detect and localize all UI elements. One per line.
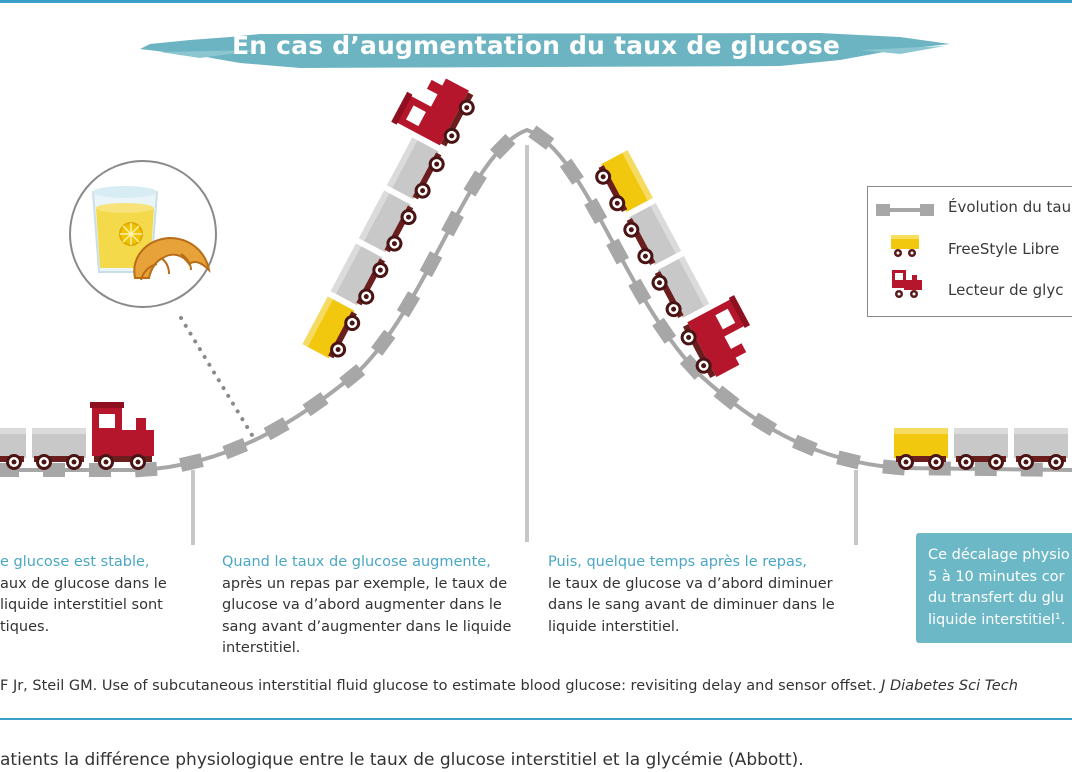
caption-line: le taux de glucose va d’abord diminuer (548, 575, 833, 592)
trains (0, 78, 1068, 470)
track-sleeper (713, 385, 740, 411)
track-sleeper (628, 278, 652, 305)
caption-lead: e glucose est stable, (0, 554, 150, 570)
delay-note-box: Ce décalage physio 5 à 10 minutes cor du… (916, 533, 1072, 643)
track-sleeper (679, 354, 705, 380)
caption-stable: e glucose est stable, aux de glucose dan… (0, 552, 167, 638)
grey-wagon (1014, 428, 1068, 470)
title-banner (140, 33, 950, 68)
track-sleeper (652, 317, 677, 344)
caption-increase: Quand le taux de glucose augmente, après… (222, 552, 511, 660)
caption-line: tiques. (0, 618, 50, 635)
caption-line: liquide interstitiel. (548, 618, 680, 635)
rising-train (302, 78, 475, 359)
track-sleeper (179, 453, 204, 472)
track-sleeper (263, 417, 290, 441)
dotted-connector (179, 316, 257, 442)
note-line: liquide interstitiel¹. (928, 611, 1066, 628)
track-sleeper (419, 251, 443, 278)
grey-wagon (0, 428, 26, 470)
track-sleeper (489, 133, 516, 160)
red-locomotive (90, 402, 154, 470)
caption-line: dans le sang avant de diminuer dans le (548, 597, 835, 613)
page-title: En cas d’augmentation du taux de glucose (231, 31, 841, 60)
bottom-divider (0, 718, 1072, 720)
reference-citation: F Jr, Steil GM. Use of subcutaneous inte… (0, 678, 1018, 694)
figure-caption: atients la différence physiologique entr… (0, 750, 804, 770)
caption-line: aux de glucose dans le (0, 575, 167, 592)
track-sleeper (222, 438, 249, 460)
reference-text: F Jr, Steil GM. Use of subcutaneous inte… (0, 678, 882, 694)
yellow-wagon (894, 428, 948, 470)
grey-wagon (358, 190, 417, 253)
red-locomotive (391, 78, 475, 147)
caption-line: liquide interstitiel sont (0, 597, 163, 613)
stable-train-right (894, 428, 1068, 470)
grey-wagon (32, 428, 86, 470)
yellow-wagon (595, 150, 653, 213)
track-segment-icon (876, 204, 934, 216)
grey-wagon (623, 203, 682, 266)
train-track-diagram (0, 78, 1072, 545)
meal-illustration (69, 160, 217, 308)
track-sleeper (606, 238, 630, 265)
legend-label-meter: Lecteur de glyc (948, 281, 1064, 299)
legend-label-freestyle: FreeStyle Libre (948, 240, 1060, 258)
caption-line: après un repas par exemple, le taux de (222, 575, 508, 592)
track-sleeper (339, 364, 366, 389)
track-sleeper (396, 291, 421, 318)
note-line: du transfert du glu (928, 590, 1064, 606)
caption-line: interstitiel. (222, 640, 301, 656)
falling-train (595, 150, 751, 379)
track-sleeper (302, 392, 329, 417)
track-sleeper (836, 450, 861, 470)
red-locomotive-icon (892, 270, 922, 298)
grey-wagon (954, 428, 1008, 470)
track-sleeper (371, 329, 396, 356)
legend-label-track: Évolution du tau (948, 198, 1072, 216)
note-line: 5 à 10 minutes cor (928, 568, 1065, 585)
reference-journal: J Diabetes Sci Tech (881, 678, 1018, 694)
caption-line: glucose va d’abord augmenter dans le (222, 597, 502, 613)
yellow-wagon-icon (891, 235, 919, 257)
caption-line: sang avant d’augmenter dans le liquide (222, 618, 512, 635)
caption-lead: Puis, quelque temps après le repas, (548, 554, 808, 570)
yellow-wagon (302, 296, 361, 359)
grey-wagon (651, 256, 710, 318)
caption-decrease: Puis, quelque temps après le repas, le t… (548, 552, 835, 638)
grey-wagon (330, 243, 389, 306)
track-sleeper (751, 412, 778, 437)
top-divider (0, 0, 1072, 3)
red-locomotive (680, 295, 751, 379)
grey-wagon (386, 137, 445, 200)
track-sleeper (441, 210, 464, 237)
track-sleeper (792, 434, 818, 457)
track-sleeper (559, 158, 584, 185)
croissant-icon (133, 236, 211, 281)
legend: Évolution du tau FreeStyle Libre Lecteur… (867, 186, 1072, 317)
caption-lead: Quand le taux de glucose augmente, (222, 554, 491, 570)
track-sleeper (463, 170, 487, 197)
track-sleeper (528, 125, 555, 150)
track-sleeper (584, 197, 608, 225)
note-line: Ce décalage physio (928, 547, 1070, 563)
stable-train-left (0, 402, 154, 470)
